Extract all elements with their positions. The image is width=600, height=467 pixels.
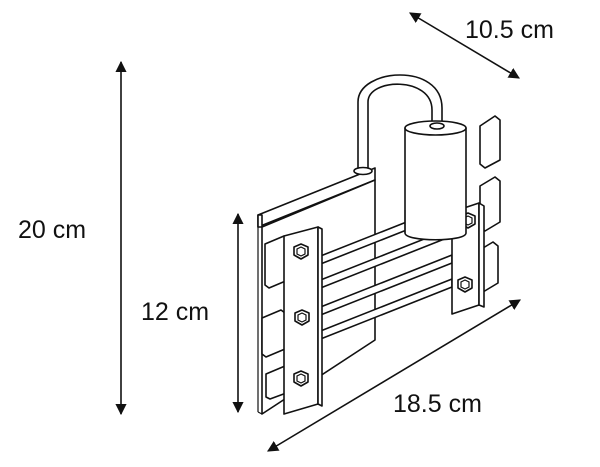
height-label: 20 cm [18,216,86,244]
hex-bolt-icon [457,276,473,293]
lamp-socket [404,120,467,241]
arm-base-washer [353,166,373,176]
width-label: 18.5 cm [393,390,482,418]
width-dimension-line [267,299,521,452]
height-dimension: 20 cm [18,60,127,416]
plate-height-label: 12 cm [141,298,209,326]
wall-lamp-illustration [257,74,501,415]
plate-height-dimension: 12 cm [141,212,244,414]
depth-dimension-line [409,12,520,79]
depth-dimension: 10.5 cm [409,12,554,79]
hex-bolt-icon [293,370,309,387]
hex-bolt-icon [294,309,310,326]
width-dimension: 18.5 cm [267,299,521,452]
depth-label: 10.5 cm [465,16,554,44]
hex-bolt-icon [293,243,309,260]
